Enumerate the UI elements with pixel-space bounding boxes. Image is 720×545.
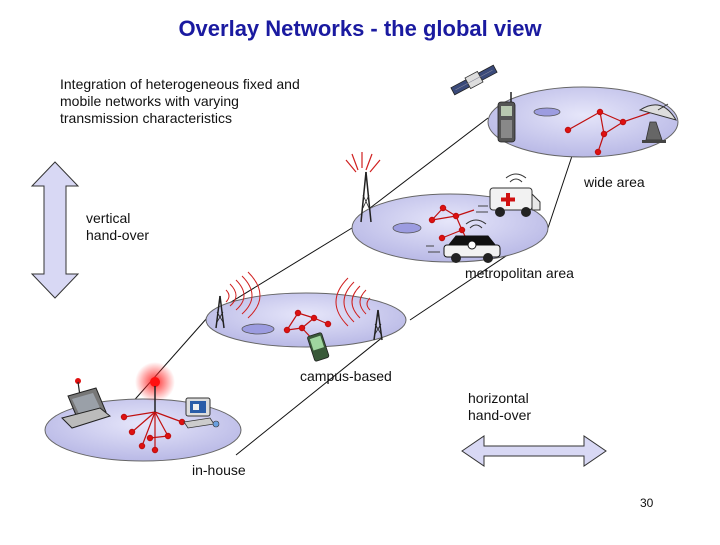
metropolitan-area-label: metropolitan area xyxy=(465,265,574,281)
mobile-phone-icon xyxy=(497,92,516,143)
campus-label: campus-based xyxy=(300,368,392,384)
horizontal-handover-arrow xyxy=(461,435,607,467)
vertical-handover-label-1: vertical xyxy=(86,210,131,226)
intro-line-3: transmission characteristics xyxy=(60,110,232,126)
laptop-icon xyxy=(61,378,112,429)
horizontal-handover-label-2: hand-over xyxy=(468,407,532,423)
in-house-node-graph xyxy=(120,411,186,454)
access-point-icon xyxy=(135,362,175,412)
campus-network xyxy=(205,292,407,348)
intro-line-1: Integration of heterogeneous fixed and xyxy=(60,76,300,92)
desktop-computer-icon xyxy=(183,397,220,429)
police-car-icon xyxy=(426,219,501,263)
vertical-handover-arrow xyxy=(30,161,80,299)
satellite-dish-icon xyxy=(638,103,678,143)
satellite-icon xyxy=(450,64,498,96)
horizontal-handover-label-1: horizontal xyxy=(468,390,529,406)
in-house-label: in-house xyxy=(192,462,246,478)
campus-tower-left-icon xyxy=(215,271,261,329)
vertical-handover-label-2: hand-over xyxy=(86,227,150,243)
wide-area-label: wide area xyxy=(584,174,645,190)
pda-icon xyxy=(307,332,330,362)
wide-area-node-graph xyxy=(564,108,653,156)
slide-title: Overlay Networks - the global view xyxy=(178,16,542,41)
page-number: 30 xyxy=(640,496,654,510)
radio-tower-icon xyxy=(345,152,381,223)
ambulance-icon xyxy=(476,173,541,217)
campus-tower-right-icon xyxy=(335,277,383,341)
intro-line-2: mobile networks with varying xyxy=(60,93,239,109)
